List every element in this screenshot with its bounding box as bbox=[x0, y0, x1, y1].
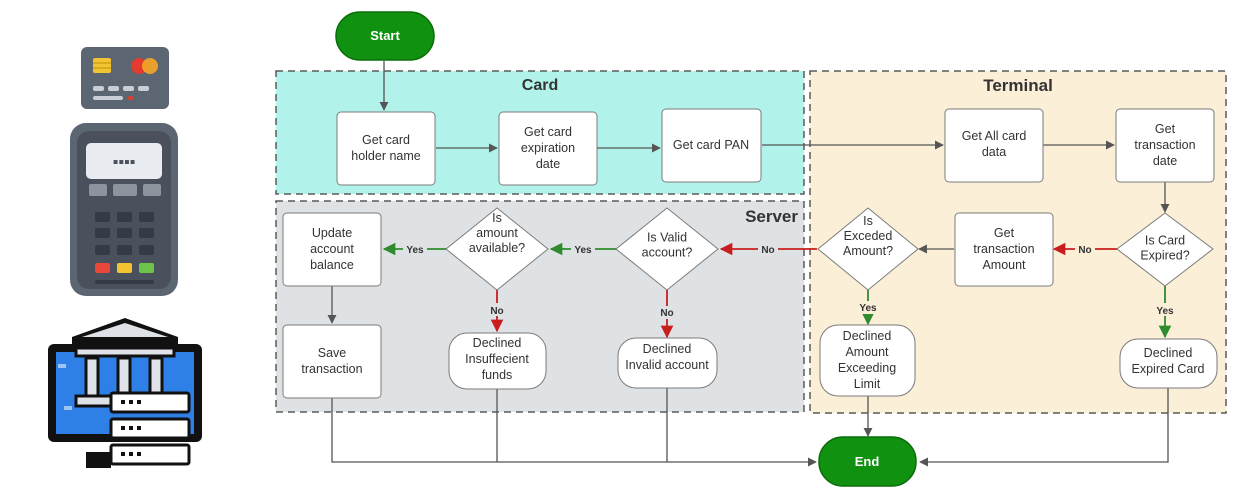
is-valid-account-diamond bbox=[615, 207, 719, 291]
is-card-expired-diamond bbox=[1116, 212, 1214, 287]
is-valid-account-line: Is Valid bbox=[647, 231, 687, 245]
declined-invalid-account-box bbox=[617, 337, 718, 389]
declined-exceeding-limit-line: Limit bbox=[854, 377, 881, 391]
declined-expired-card-line: Declined bbox=[1144, 346, 1193, 360]
start-label: Start bbox=[370, 28, 400, 43]
get-card-holder-name-line: holder name bbox=[351, 149, 421, 163]
get-transaction-amount-line: Amount bbox=[982, 258, 1026, 272]
update-account-balance-label: Update account balance bbox=[310, 226, 354, 272]
declined-exceeding-limit-box bbox=[819, 324, 916, 397]
label-expired-yes: Yes bbox=[1156, 306, 1174, 317]
credit-card-icon bbox=[81, 47, 169, 109]
get-card-pan-label: Get card PAN bbox=[673, 138, 749, 152]
get-transaction-date-box bbox=[1115, 108, 1215, 183]
declined-insufficient-funds-box bbox=[448, 332, 547, 390]
update-account-balance-box bbox=[282, 212, 382, 287]
update-account-balance-line: account bbox=[310, 242, 354, 256]
card-lane-title: Card bbox=[522, 77, 558, 94]
declined-expired-card-box bbox=[1119, 338, 1218, 389]
get-card-holder-name-line: Get card bbox=[362, 133, 410, 147]
save-transaction-line: Save bbox=[318, 346, 347, 360]
declined-exceeding-limit-line: Exceeding bbox=[838, 361, 896, 375]
is-amount-available-line: available? bbox=[469, 241, 525, 255]
is-amount-available-diamond bbox=[445, 207, 549, 291]
get-transaction-date-line: date bbox=[1153, 154, 1177, 168]
get-card-expiration-date-box bbox=[498, 111, 598, 186]
get-card-expiration-date-line: expiration bbox=[521, 141, 575, 155]
declined-expired-card-line: Expired Card bbox=[1132, 362, 1205, 376]
get-transaction-amount-line: Get bbox=[994, 226, 1015, 240]
get-transaction-amount-box bbox=[954, 212, 1054, 287]
update-account-balance-line: Update bbox=[312, 226, 352, 240]
get-transaction-date-label: Get transaction date bbox=[1134, 122, 1195, 168]
declined-insufficient-funds-line: Declined bbox=[473, 336, 522, 350]
end-label: End bbox=[855, 454, 880, 469]
terminal-lane-title: Terminal bbox=[983, 76, 1053, 95]
label-exceeded-no: No bbox=[761, 245, 774, 256]
get-all-card-data-line: data bbox=[982, 145, 1006, 159]
save-transaction-line: transaction bbox=[301, 362, 362, 376]
save-transaction-box bbox=[282, 324, 382, 399]
label-available-yes: Yes bbox=[406, 245, 424, 256]
declined-exceeding-limit-line: Amount bbox=[845, 345, 889, 359]
label-expired-no: No bbox=[1078, 245, 1091, 256]
get-card-holder-name-box bbox=[336, 111, 436, 186]
declined-invalid-account-line: Declined bbox=[643, 342, 692, 356]
get-transaction-amount-line: transaction bbox=[973, 242, 1034, 256]
card-terminal-icon: ▪▪▪▪ bbox=[70, 123, 178, 296]
is-valid-account-line: account? bbox=[642, 246, 693, 260]
edge-save-to-end bbox=[331, 398, 817, 467]
is-exceeded-amount-line: Amount? bbox=[843, 244, 893, 258]
edge-expired-card-to-end bbox=[919, 388, 1169, 467]
get-card-expiration-date-label: Get card expiration date bbox=[521, 125, 575, 171]
get-card-pan-box bbox=[661, 108, 762, 183]
label-exceeded-yes: Yes bbox=[859, 303, 877, 314]
is-exceeded-amount-diamond bbox=[817, 207, 919, 291]
is-amount-available-line: amount bbox=[476, 226, 518, 240]
declined-insufficient-funds-line: funds bbox=[482, 368, 513, 382]
get-all-card-data-label: Get All card data bbox=[962, 129, 1027, 159]
is-exceeded-amount-line: Exceded bbox=[844, 229, 893, 243]
get-card-expiration-date-line: date bbox=[536, 157, 560, 171]
bank-server-icon bbox=[48, 318, 202, 468]
is-card-expired-line: Is Card bbox=[1145, 234, 1185, 248]
end-terminator bbox=[818, 436, 917, 487]
get-transaction-date-line: transaction bbox=[1134, 138, 1195, 152]
svg-text:▪▪▪▪: ▪▪▪▪ bbox=[113, 154, 136, 171]
node-labels: Get card holder name Get card expiration dat… bbox=[301, 122, 1204, 391]
declined-exceeding-limit-line: Declined bbox=[843, 329, 892, 343]
get-all-card-data-box bbox=[944, 108, 1044, 183]
get-card-pan-line: Get card PAN bbox=[673, 138, 749, 152]
declined-insufficient-funds-line: Insuffecient bbox=[465, 352, 529, 366]
is-amount-available-line: Is bbox=[492, 211, 502, 225]
get-transaction-date-line: Get bbox=[1155, 122, 1176, 136]
edge-labels: No Yes Yes No Yes No Yes No bbox=[403, 242, 1177, 319]
is-exceeded-amount-line: Is bbox=[863, 214, 873, 228]
label-valid-yes: Yes bbox=[574, 245, 592, 256]
get-card-expiration-date-line: Get card bbox=[524, 125, 572, 139]
save-transaction-label: Save transaction bbox=[301, 346, 362, 376]
label-valid-no: No bbox=[660, 308, 673, 319]
update-account-balance-line: balance bbox=[310, 258, 354, 272]
get-card-holder-name-label: Get card holder name bbox=[351, 133, 421, 163]
label-available-no: No bbox=[490, 306, 503, 317]
declined-invalid-account-line: Invalid account bbox=[625, 358, 709, 372]
server-lane-title: Server bbox=[745, 207, 798, 226]
get-all-card-data-line: Get All card bbox=[962, 129, 1027, 143]
is-card-expired-line: Expired? bbox=[1140, 249, 1189, 263]
start-terminator bbox=[335, 11, 435, 61]
